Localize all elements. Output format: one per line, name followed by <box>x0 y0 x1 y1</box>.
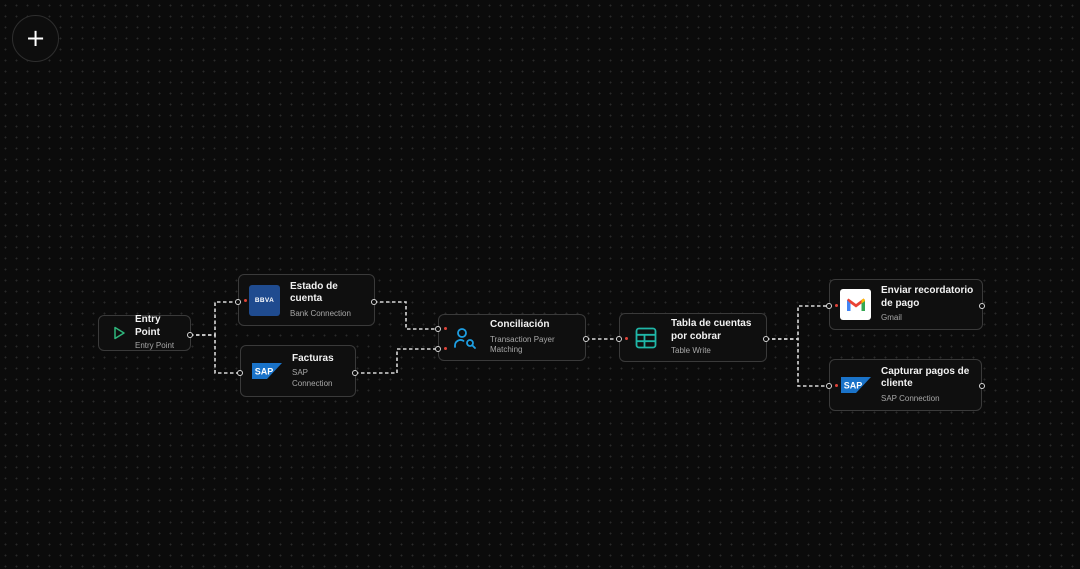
node-title: Entry Point <box>135 314 161 338</box>
sap-logo: SAP <box>251 356 282 387</box>
add-node-button[interactable]: + <box>12 15 59 62</box>
svg-text:SAP: SAP <box>254 367 273 377</box>
required-marker <box>444 347 447 350</box>
required-marker <box>835 304 838 307</box>
required-marker <box>835 384 838 387</box>
output-port[interactable] <box>187 332 193 338</box>
node-facturas[interactable]: SAP Facturas SAP Connection <box>240 345 356 397</box>
edge-facturas-conciliacion <box>355 348 438 374</box>
user-search-icon <box>449 322 480 353</box>
node-title: Tabla de cuentas por cobrar <box>671 318 752 342</box>
node-subtitle: Bank Connection <box>290 308 351 318</box>
edge-estado-conciliacion <box>374 301 438 330</box>
node-capturar-pagos[interactable]: SAP Capturar pagos de cliente SAP Connec… <box>829 359 982 411</box>
input-port[interactable] <box>237 370 243 376</box>
edge-entry-facturas <box>190 334 240 374</box>
node-subtitle: Transaction Payer Matching <box>490 334 555 355</box>
output-port[interactable] <box>979 383 985 389</box>
node-tabla-de-cuentas[interactable]: Tabla de cuentas por cobrar Table Write <box>619 313 767 362</box>
node-estado-de-cuenta[interactable]: BBVA Estado de cuenta Bank Connection <box>238 274 375 326</box>
plus-icon: + <box>25 23 46 52</box>
edge-tabla-capturar <box>766 338 829 387</box>
node-conciliacion[interactable]: Conciliación Transaction Payer Matching <box>438 314 586 361</box>
bbva-logo: BBVA <box>249 284 280 316</box>
output-port[interactable] <box>371 299 377 305</box>
output-port[interactable] <box>763 336 769 342</box>
input-port[interactable] <box>826 303 832 309</box>
edge-entry-estado <box>190 301 238 336</box>
node-enviar-recordatorio[interactable]: Enviar recordatorio de pago Gmail <box>829 279 983 330</box>
input-port[interactable] <box>435 346 441 352</box>
input-port[interactable] <box>826 383 832 389</box>
output-port[interactable] <box>583 336 589 342</box>
node-title: Enviar recordatorio de pago <box>881 285 974 309</box>
required-marker <box>625 337 628 340</box>
input-port[interactable] <box>235 299 241 305</box>
node-entry-point[interactable]: Entry Point Entry Point <box>98 314 191 351</box>
sap-logo: SAP <box>840 370 871 401</box>
node-subtitle: SAP Connection <box>881 393 940 403</box>
edge-tabla-enviar <box>766 305 829 340</box>
input-port[interactable] <box>435 326 441 332</box>
node-subtitle: Table Write <box>671 346 711 356</box>
gmail-logo <box>840 289 871 320</box>
node-subtitle: Gmail <box>881 313 902 323</box>
table-icon <box>630 322 661 353</box>
play-icon <box>109 323 129 343</box>
svg-text:SAP: SAP <box>843 381 862 391</box>
node-title: Conciliación <box>490 319 550 331</box>
required-marker <box>244 299 247 302</box>
output-port[interactable] <box>352 370 358 376</box>
node-subtitle: Entry Point <box>135 341 175 351</box>
output-port[interactable] <box>979 303 985 309</box>
node-title: Capturar pagos de cliente <box>881 365 970 390</box>
required-marker <box>444 327 447 330</box>
node-title: Facturas <box>292 352 334 364</box>
node-subtitle: SAP Connection <box>292 368 333 388</box>
node-title: Estado de cuenta <box>290 280 338 305</box>
input-port[interactable] <box>616 336 622 342</box>
